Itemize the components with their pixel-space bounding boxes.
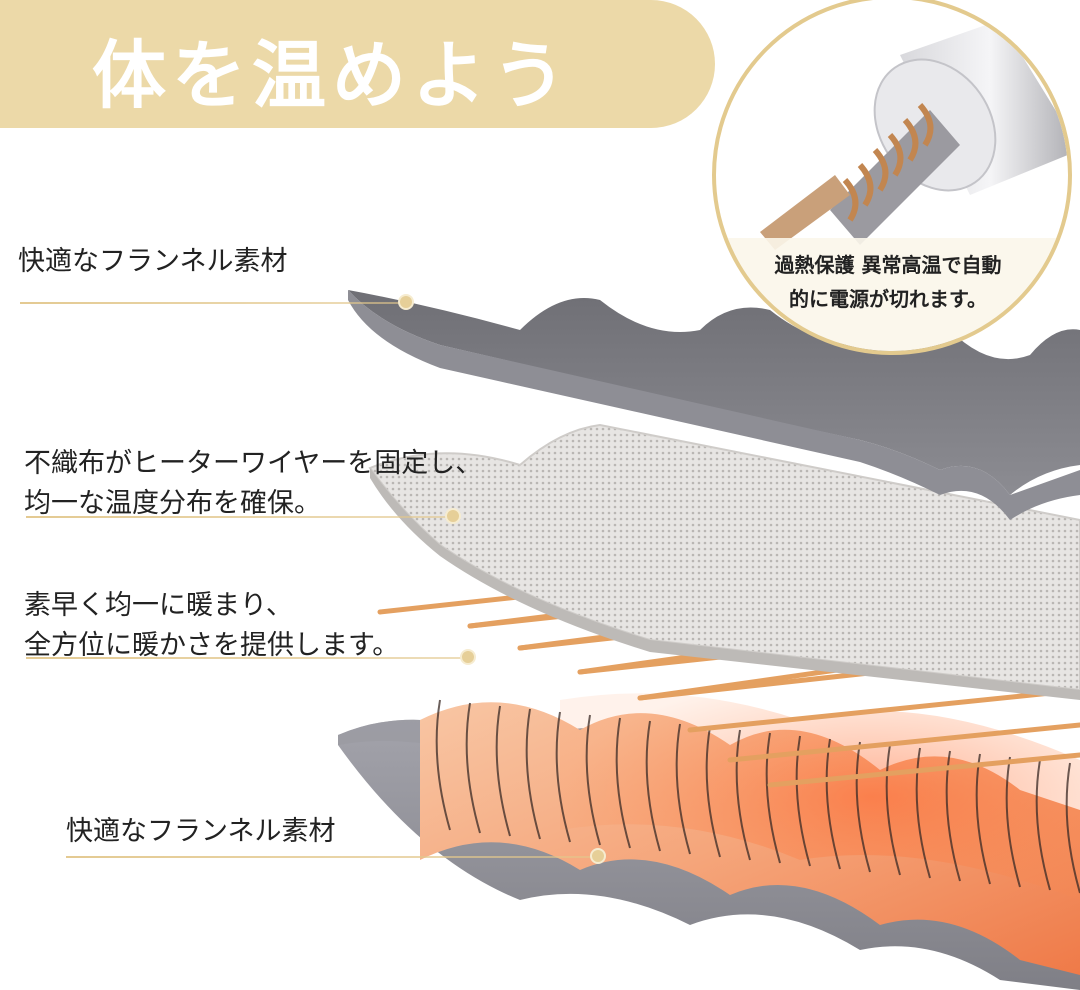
heating-stripe	[1005, 756, 1021, 888]
heating-stripe	[615, 717, 631, 849]
overheat-protection-caption: 過熱保護 異常高温で自動 的に電源が切れます。	[738, 248, 1038, 316]
label-line: 快適なフランネル素材	[18, 246, 288, 277]
leader-dot	[590, 848, 606, 864]
layer-label-heater-wire: 素早く均一に暖まり、 全方位に暖かさを提供します。	[24, 586, 399, 666]
heating-stripe	[645, 720, 661, 852]
heating-stripe	[885, 744, 901, 876]
caption-line: 過熱保護 異常高温で自動	[774, 253, 1002, 277]
zoom-circle	[712, 0, 1072, 355]
leader-dot	[445, 508, 461, 524]
heating-stripe	[765, 732, 781, 864]
heating-stripe	[735, 729, 751, 861]
heating-stripe	[525, 708, 541, 840]
layer-label-top-flannel: 快適なフランネル素材	[18, 242, 287, 282]
layer-label-bottom-flannel: 快適なフランネル素材	[66, 812, 335, 852]
heating-stripe	[855, 741, 871, 873]
label-line: 不織布がヒーターワイヤーを固定し、	[24, 448, 483, 479]
title-banner	[0, 0, 715, 128]
heating-stripe	[435, 699, 451, 831]
heating-stripe	[675, 723, 691, 855]
leader-dot	[398, 294, 414, 310]
leader-line	[26, 516, 451, 518]
non-woven-fabric-layer	[368, 423, 1080, 700]
heating-stripe	[795, 735, 811, 867]
leader-line	[20, 302, 405, 304]
label-line: 素早く均一に暖まり、	[24, 590, 293, 621]
leader-line	[66, 856, 596, 858]
label-line: 快適なフランネル素材	[66, 816, 336, 847]
leader-line	[26, 657, 466, 659]
page-title: 体を温めよう	[92, 33, 572, 119]
heating-stripe	[1065, 762, 1080, 894]
label-line: 全方位に暖かさを提供します。	[24, 630, 400, 661]
label-line: 均一な温度分布を確保。	[24, 488, 321, 519]
heating-stripe	[465, 702, 481, 834]
caption-line: 的に電源が切れます。	[789, 287, 987, 311]
heating-stripe	[495, 705, 511, 837]
leader-dot	[460, 649, 476, 665]
heating-stripe	[555, 711, 571, 843]
heating-stripe	[915, 747, 931, 879]
layer-label-non-woven: 不織布がヒーターワイヤーを固定し、 均一な温度分布を確保。	[24, 444, 482, 524]
heating-stripe	[585, 714, 601, 846]
heating-stripe	[945, 750, 961, 882]
heating-stripe	[975, 753, 991, 885]
heating-stripe	[705, 726, 721, 858]
heating-stripe	[1035, 759, 1051, 891]
